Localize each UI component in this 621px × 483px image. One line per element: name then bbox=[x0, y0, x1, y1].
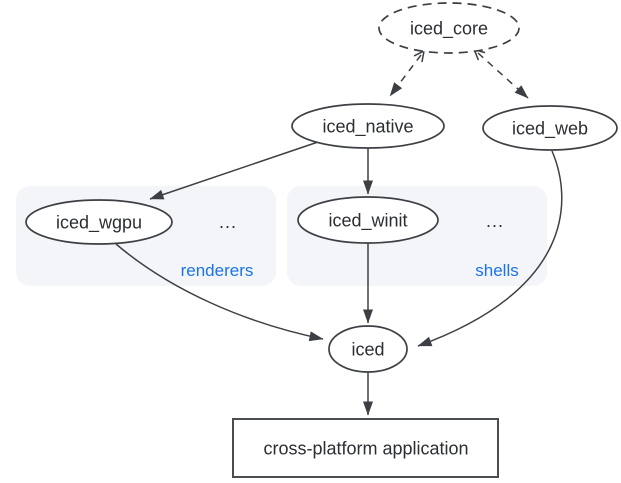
node-iced bbox=[328, 325, 408, 373]
label-iced_web: iced_web bbox=[512, 119, 588, 140]
edge-iced_wgpu-to-iced bbox=[115, 243, 324, 342]
edge-iced_core-to-iced_native bbox=[389, 49, 426, 97]
label-iced_wgpu: iced_wgpu bbox=[56, 213, 142, 234]
edge-iced_web-to-iced bbox=[417, 150, 563, 347]
label-iced_core: iced_core bbox=[410, 19, 488, 40]
node-cross-platform-application bbox=[232, 418, 499, 478]
node-iced_wgpu bbox=[25, 199, 173, 245]
edge-iced_core-to-iced_web bbox=[473, 48, 529, 99]
edge-iced_native-to-iced_wgpu bbox=[149, 141, 319, 200]
label-cross-platform-application: cross-platform application bbox=[263, 439, 468, 459]
node-iced_core bbox=[378, 2, 520, 54]
label-iced_winit: iced_winit bbox=[328, 211, 407, 232]
shells-group-label: shells bbox=[475, 261, 518, 280]
node-iced_winit bbox=[297, 196, 439, 244]
node-iced_native bbox=[291, 103, 445, 149]
renderers-group-label: renderers bbox=[181, 261, 254, 280]
label-iced_native: iced_native bbox=[322, 117, 413, 138]
label-iced: iced bbox=[351, 340, 384, 360]
node-iced_web bbox=[482, 105, 618, 151]
shells-ellipsis: ... bbox=[486, 211, 504, 231]
renderers-ellipsis: ... bbox=[219, 212, 237, 232]
